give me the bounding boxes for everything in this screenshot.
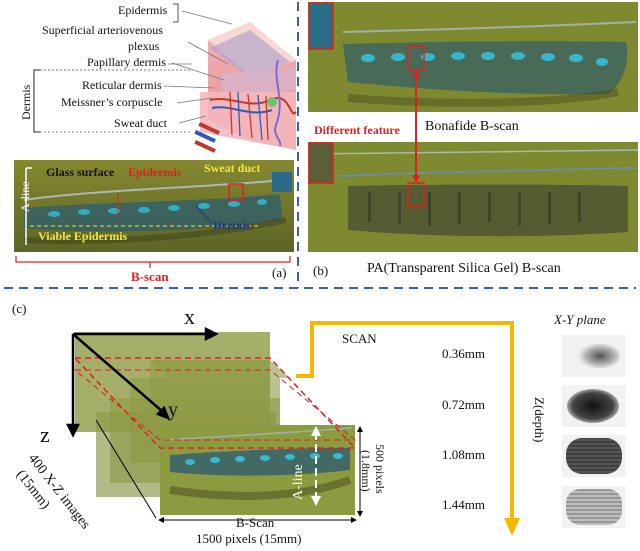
xy-thumb-4: [562, 486, 626, 528]
label-bonafide-bscan: Bonafide B-scan: [425, 119, 519, 134]
label-epidermis: Epidermis: [118, 3, 168, 17]
panel-a-letter: (a): [272, 265, 287, 280]
depth-label-2: 0.72mm: [442, 397, 485, 412]
axis-y-label: y: [168, 399, 178, 421]
label-glass-surface: Glass surface: [46, 165, 115, 179]
axis-z-label: z: [40, 422, 50, 447]
xy-thumb-2: [562, 385, 626, 427]
panel-b-letter: (b): [313, 263, 329, 278]
depth-label-4: 1.44mm: [442, 497, 485, 512]
label-sweat-duct: Sweat duct: [114, 116, 167, 130]
depth-label-3: 1.08mm: [442, 447, 485, 462]
depth-label-1: 0.36mm: [442, 346, 485, 361]
label-1500-pixels: 1500 pixels (15mm): [196, 531, 302, 546]
label-b-scan-a: B-scan: [131, 269, 169, 284]
xy-thumb-1: [562, 335, 626, 377]
bonafide-bscan-image: [308, 2, 638, 112]
label-reticular-dermis: Reticular dermis: [82, 78, 162, 92]
front-bscan-slice: [160, 425, 355, 515]
bscan-image-a: [14, 160, 294, 252]
label-bscan-epidermis: Epidermis: [128, 165, 182, 179]
label-superficial-plexus-2: plexus: [128, 39, 160, 53]
label-meissner-corpuscle: Meissner’s corpuscle: [61, 95, 163, 109]
panel-c-letter: (c): [12, 301, 27, 316]
label-xy-plane: X-Y plane: [554, 312, 606, 327]
pa-bscan-texture: [308, 142, 638, 252]
bscan-texture-a: [14, 160, 294, 252]
label-bscan-sweat-duct: Sweat duct: [204, 161, 261, 175]
xyz-axes: [65, 326, 219, 438]
pa-bscan-image: [308, 142, 638, 252]
axis-x-label: x: [184, 304, 195, 329]
label-pa-bscan: PA(Transparent Silica Gel) B-scan: [367, 261, 561, 276]
label-different-feature: Different feature: [314, 123, 400, 137]
label-papillary-dermis: Papillary dermis: [87, 55, 166, 69]
xy-thumb-3: [562, 435, 626, 477]
label-superficial-plexus: Superficial arteriovenous: [42, 23, 163, 37]
label-scan: SCAN: [342, 331, 377, 346]
label-viable-epidermis: Viable Epidermis: [38, 229, 128, 243]
label-bscan-dermis: Dermis: [213, 218, 251, 232]
bonafide-bscan-texture: [308, 2, 638, 112]
label-b-scan-c: B-Scan: [236, 515, 275, 530]
